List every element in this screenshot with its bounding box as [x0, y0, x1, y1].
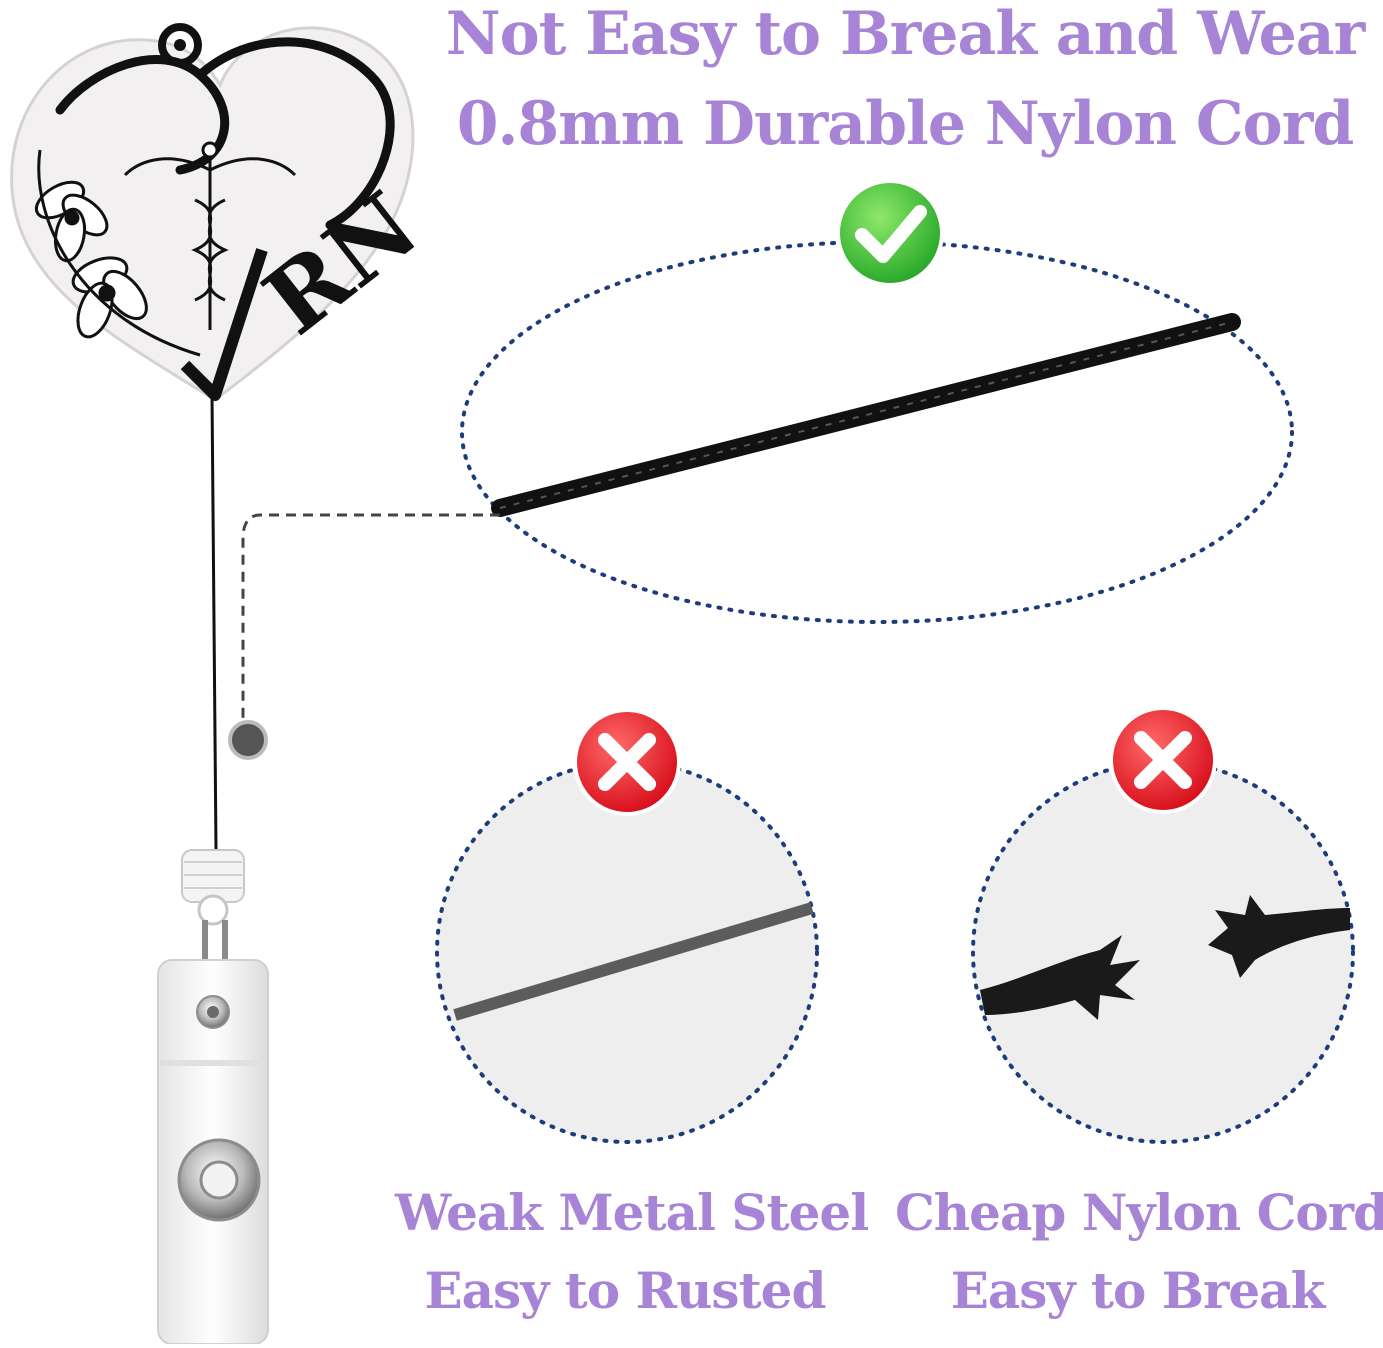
- metal-steel-wire: [453, 902, 814, 1021]
- dotted-circle-outline: [971, 760, 1355, 1144]
- zoom-leader-line: [241, 513, 500, 725]
- good-cord-panel: [228, 179, 1294, 760]
- metal-steel-panel: [435, 708, 819, 1144]
- flower-decoration-icon: [34, 180, 148, 339]
- vinyl-strap-clip: [157, 959, 269, 1345]
- stethoscope-chestpiece-icon: [158, 23, 202, 67]
- dotted-zoom-outline: [460, 240, 1294, 624]
- headline-line-1: Not Easy to Break and Wear: [445, 0, 1366, 69]
- check-icon: [836, 179, 944, 287]
- headline-line-2: 0.8mm Durable Nylon Cord: [456, 89, 1355, 159]
- retractable-cord: [210, 394, 218, 851]
- caption-metal-line-1: Weak Metal Steel: [395, 1183, 869, 1242]
- rn-check-stroke: [180, 248, 268, 401]
- cheap-cord-panel: [971, 706, 1355, 1144]
- broken-cord-icon: [980, 895, 1350, 1020]
- zoom-anchor-dot: [228, 720, 268, 760]
- badge-reel: RN: [10, 23, 438, 1345]
- dotted-circle-outline: [435, 760, 819, 1144]
- cross-icon: [1109, 706, 1217, 814]
- cross-icon: [573, 708, 681, 816]
- swivel-connector: [181, 849, 245, 1010]
- caption-metal-line-2: Easy to Rusted: [424, 1261, 827, 1320]
- chestpiece-center: [174, 39, 186, 51]
- vine-icon: [37, 149, 201, 357]
- caduceus-icon: [123, 141, 297, 330]
- caption-nylon-line-1: Cheap Nylon Cord: [895, 1183, 1383, 1242]
- braided-nylon-cord: [491, 313, 1241, 517]
- caption-nylon-line-2: Easy to Break: [950, 1261, 1325, 1320]
